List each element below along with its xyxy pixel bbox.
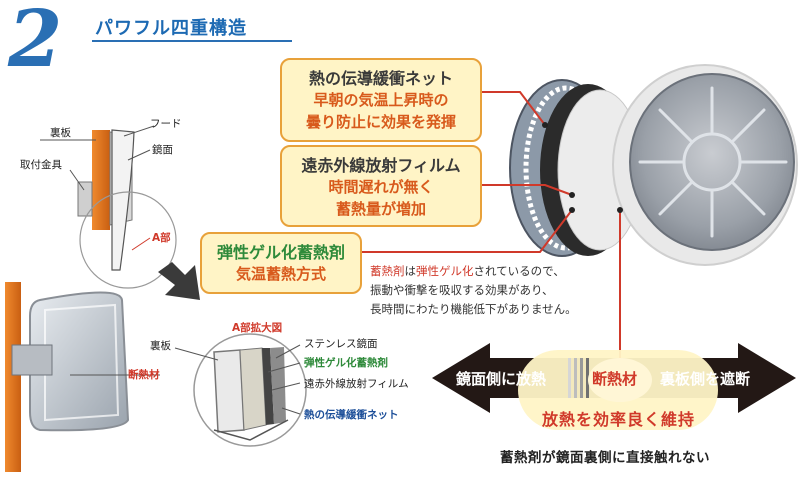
detail-enlargement: [175, 334, 306, 446]
callout-gel-title: 弾性ゲル化蓄熱剤: [202, 239, 360, 263]
detail-title: A部拡大図: [232, 320, 282, 335]
bottom-note: 蓄熱剤が鏡面裏側に直接触れない: [500, 446, 710, 466]
gel-note-line1: 蓄熱剤は弾性ゲル化されているので、: [370, 262, 577, 281]
label-hood: フード: [150, 116, 182, 131]
label-back-plate: 裏板: [50, 125, 71, 140]
band-center-text: 断熱材: [592, 368, 637, 389]
callout-film: 遠赤外線放射フィルム 時間遅れが無く 蓄熱量が増加: [280, 145, 482, 227]
detail-back-plate: 裏板: [150, 338, 171, 353]
callout-gel-line1: 気温蓄熱方式: [202, 263, 360, 285]
detail-net: 熱の伝導緩衝ネット: [304, 407, 399, 422]
gel-note-line2: 振動や衝撃を吸収する効果があり、: [370, 281, 577, 300]
callout-film-title: 遠赤外線放射フィルム: [282, 152, 480, 176]
detail-film: 遠赤外線放射フィルム: [304, 376, 409, 391]
callout-film-line1: 時間遅れが無く: [282, 176, 480, 198]
callout-net: 熱の伝導緩衝ネット 早朝の気温上昇時の 曇り防止に効果を発揮: [280, 58, 482, 142]
label-mount: 取付金具: [20, 157, 62, 172]
band-sub-text: 放熱を効率良く維持: [542, 406, 695, 430]
detail-insulation: 断熱材: [128, 367, 160, 382]
callout-gel: 弾性ゲル化蓄熱剤 気温蓄熱方式: [200, 232, 362, 294]
label-mirror: 鏡面: [152, 142, 173, 157]
callout-net-line1: 早朝の気温上昇時の: [282, 89, 480, 111]
callout-film-line2: 蓄熱量が増加: [282, 198, 480, 220]
label-part-a: A部: [152, 230, 171, 245]
gel-note-line3: 長時間にわたり機能低下がありません。: [370, 300, 577, 319]
band-right-text: 裏板側を遮断: [660, 368, 750, 389]
detail-stainless: ステンレス鏡面: [304, 336, 378, 351]
gel-note: 蓄熱剤は弾性ゲル化されているので、 振動や衝撃を吸収する効果があり、 長時間にわ…: [370, 262, 577, 319]
band-left-text: 鏡面側に放熱: [456, 368, 546, 389]
pointer-arrow: [158, 262, 200, 300]
detail-gel: 弾性ゲル化蓄熱剤: [304, 355, 388, 370]
callout-net-line2: 曇り防止に効果を発揮: [282, 111, 480, 133]
callout-net-title: 熱の伝導緩衝ネット: [282, 65, 480, 89]
